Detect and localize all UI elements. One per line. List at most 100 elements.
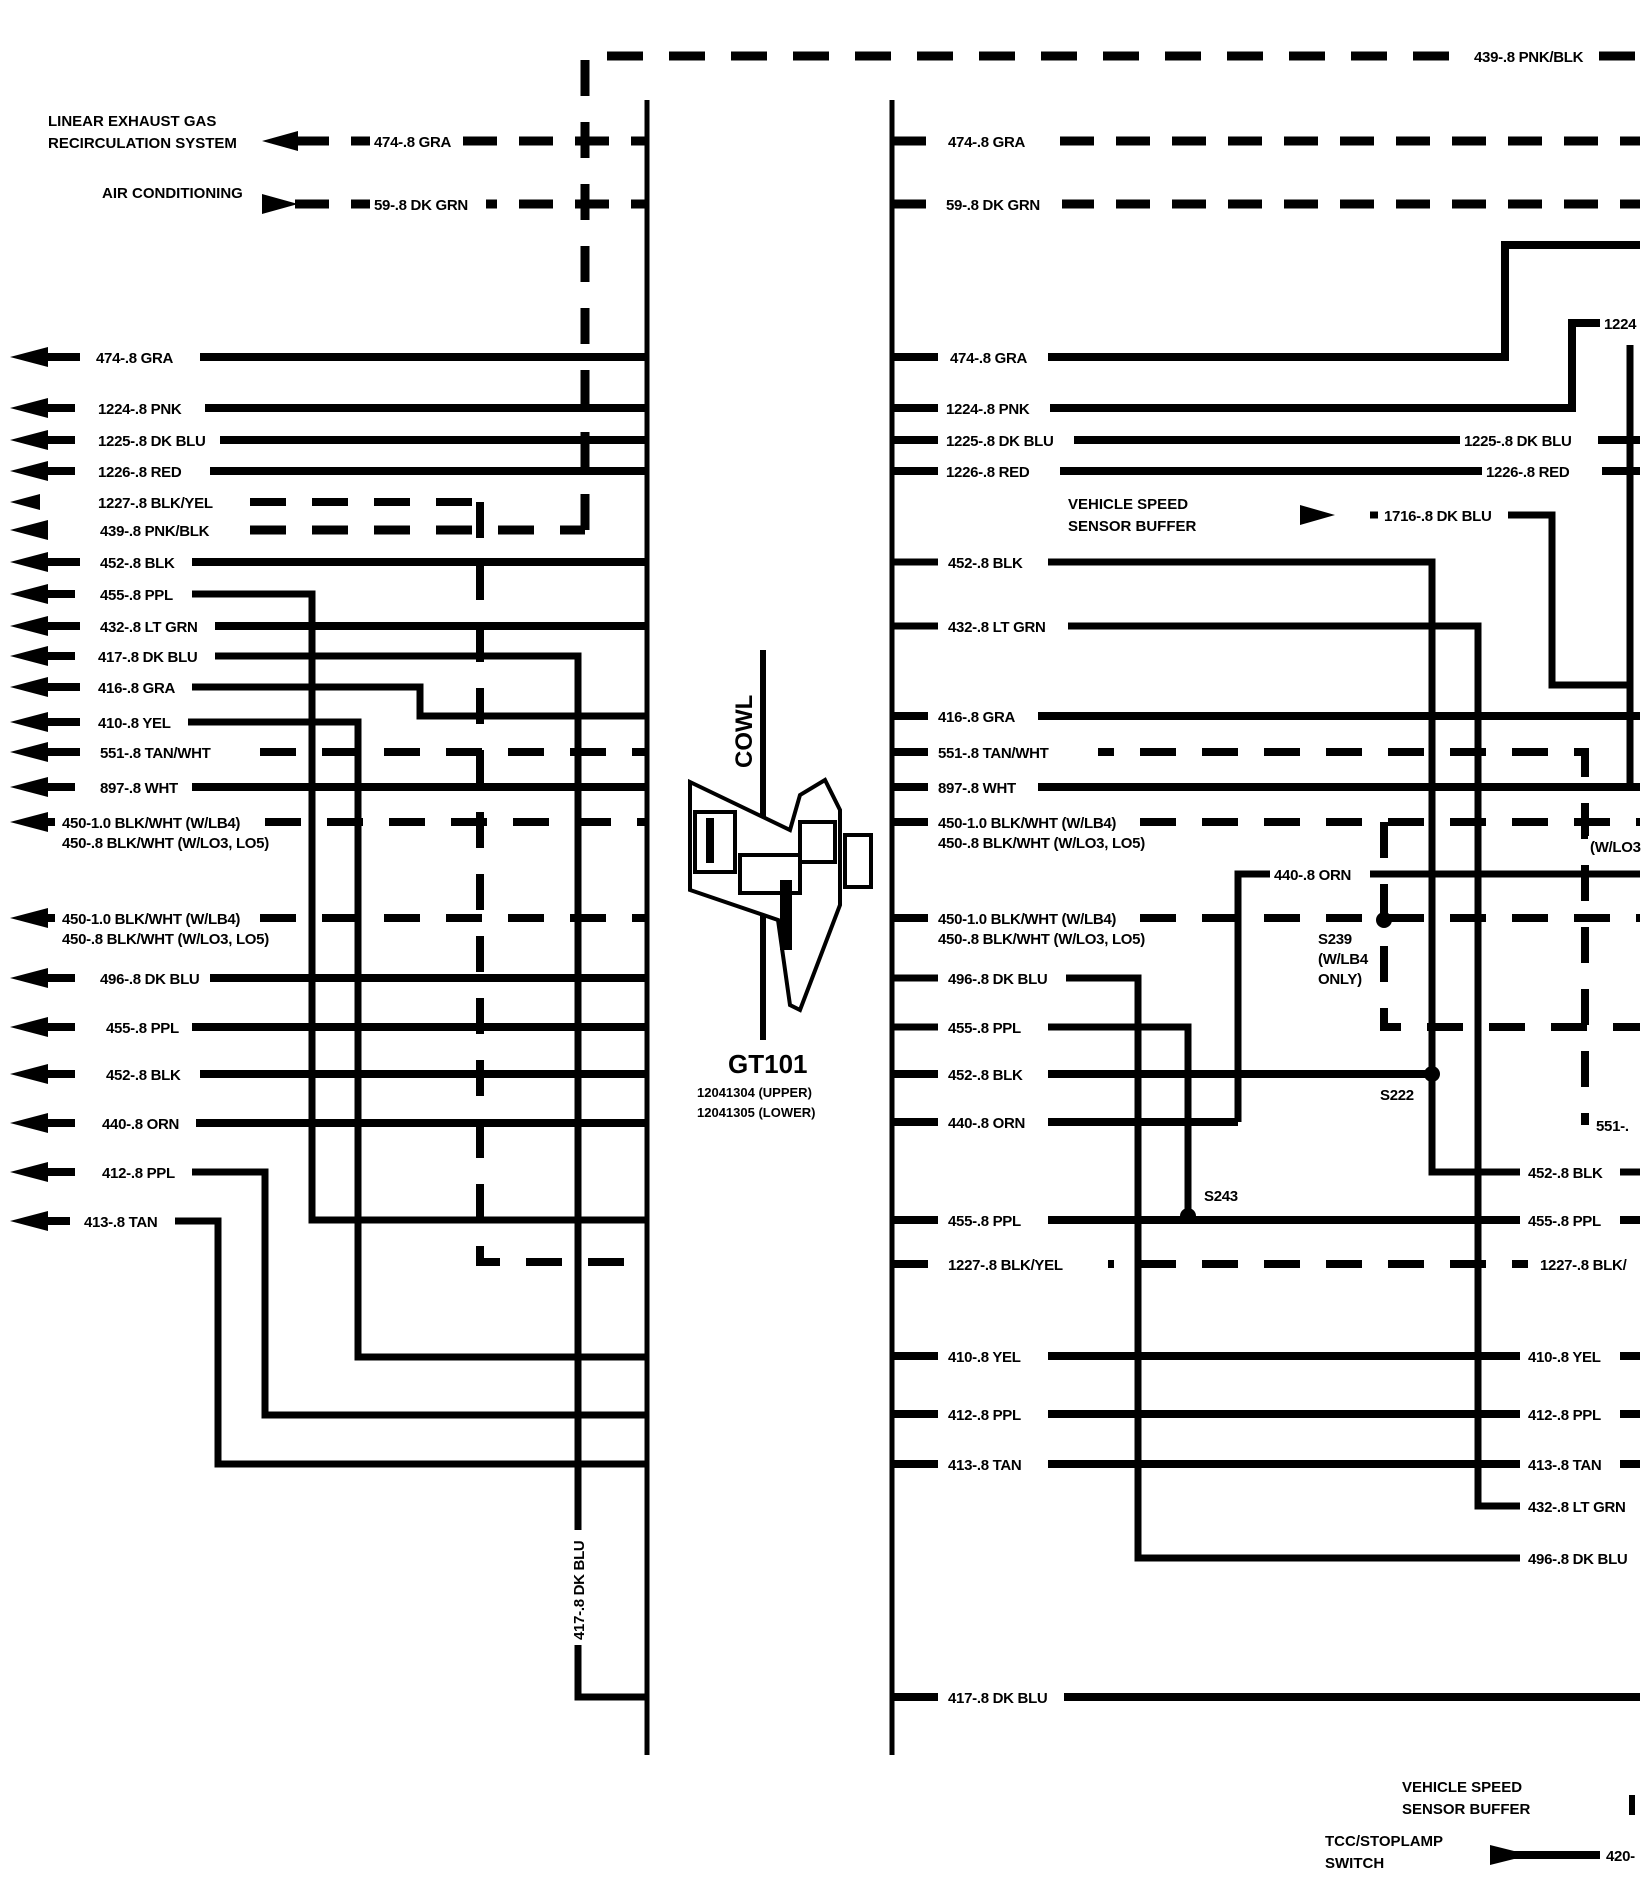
svg-text:410-.8 YEL: 410-.8 YEL [948,1349,1021,1366]
svg-text:450-1.0 BLK/WHT (W/LB4): 450-1.0 BLK/WHT (W/LB4) [62,911,240,928]
wire-410-left [180,718,647,1361]
ac-label: AIR CONDITIONING [102,185,243,202]
svg-text:417-.8 DK BLU: 417-.8 DK BLU [571,1541,588,1640]
splice-s222 [1424,1066,1440,1082]
svg-text:417-.8 DK BLU: 417-.8 DK BLU [948,1690,1047,1707]
svg-text:474-.8 GRA: 474-.8 GRA [96,350,173,367]
svg-text:455-.8 PPL: 455-.8 PPL [100,587,173,604]
svg-text:412-.8 PPL: 412-.8 PPL [102,1165,175,1182]
svg-text:551-.8 TAN/WHT: 551-.8 TAN/WHT [100,745,211,762]
svg-text:1227-.8 BLK/YEL: 1227-.8 BLK/YEL [948,1257,1063,1274]
svg-text:432-.8 LT GRN: 432-.8 LT GRN [100,619,198,636]
gt101-connector-pins [706,818,792,950]
wire-412-left [190,1168,647,1419]
svg-text:450-.8 BLK/WHT (W/LO3, LO5): 450-.8 BLK/WHT (W/LO3, LO5) [62,931,269,948]
far-right-wire-labels: 1224 1225-.8 DK BLU 1226-.8 RED 1716-.8 … [1270,313,1648,1865]
wire-439-dashed-top [580,51,1640,530]
wire-s239-dashed [1380,822,1640,1031]
egr-label-1: LINEAR EXHAUST GAS [48,113,216,130]
gt101-connector-drawing [688,777,873,1013]
svg-text:897-.8 WHT: 897-.8 WHT [938,780,1016,797]
svg-text:1227-.8 BLK/: 1227-.8 BLK/ [1540,1257,1628,1274]
svg-text:474-.8 GRA: 474-.8 GRA [950,350,1027,367]
svg-text:S239: S239 [1318,931,1352,948]
svg-text:440-.8 ORN: 440-.8 ORN [102,1116,179,1133]
svg-text:1226-.8 RED: 1226-.8 RED [1486,464,1570,481]
wire-417-left [215,652,647,1701]
svg-text:496-.8 DK BLU: 496-.8 DK BLU [100,971,199,988]
svg-text:1224: 1224 [1604,316,1637,333]
svg-text:413-.8 TAN: 413-.8 TAN [948,1457,1021,1474]
svg-text:551-.8 TAN/WHT: 551-.8 TAN/WHT [938,745,1049,762]
svg-text:496-.8 DK BLU: 496-.8 DK BLU [948,971,1047,988]
vss-buffer-label-1: VEHICLE SPEED [1068,496,1188,513]
svg-text:440-.8 ORN: 440-.8 ORN [1274,867,1351,884]
svg-text:452-.8 BLK: 452-.8 BLK [100,555,175,572]
svg-text:1224-.8 PNK: 1224-.8 PNK [946,401,1030,418]
svg-text:1227-.8 BLK/YEL: 1227-.8 BLK/YEL [98,495,213,512]
svg-text:ONLY): ONLY) [1318,971,1362,988]
splice-s239 [1376,912,1392,928]
svg-text:S243: S243 [1204,1188,1238,1205]
svg-text:452-.8 BLK: 452-.8 BLK [948,555,1023,572]
cowl-label: COWL [731,695,758,768]
svg-text:417-.8 DK BLU: 417-.8 DK BLU [98,649,197,666]
svg-text:551-.: 551-. [1596,1118,1629,1135]
svg-text:450-1.0 BLK/WHT (W/LB4): 450-1.0 BLK/WHT (W/LB4) [938,911,1116,928]
svg-text:452-.8 BLK: 452-.8 BLK [948,1067,1023,1084]
svg-text:450-.8 BLK/WHT (W/LO3, LO5): 450-.8 BLK/WHT (W/LO3, LO5) [938,931,1145,948]
wire-474-right [892,241,1640,361]
svg-text:412-.8 PPL: 412-.8 PPL [948,1407,1021,1424]
svg-text:455-.8 PPL: 455-.8 PPL [948,1020,1021,1037]
svg-text:432-.8 LT GRN: 432-.8 LT GRN [1528,1499,1626,1516]
svg-text:416-.8 GRA: 416-.8 GRA [938,709,1015,726]
svg-text:410-.8 YEL: 410-.8 YEL [1528,1349,1601,1366]
svg-text:432-.8 LT GRN: 432-.8 LT GRN [948,619,1046,636]
wire-416-left [185,683,647,720]
connector-part-lower: 12041305 (LOWER) [697,1105,816,1120]
splice-s243 [1180,1208,1196,1224]
svg-text:(W/LO3: (W/LO3 [1590,839,1641,856]
svg-text:S222: S222 [1380,1087,1414,1104]
svg-text:59-.8 DK GRN: 59-.8 DK GRN [374,197,468,214]
vss-buffer-bottom-1: VEHICLE SPEED [1402,1779,1522,1796]
connector-part-upper: 12041304 (UPPER) [697,1085,812,1100]
svg-text:474-.8 GRA: 474-.8 GRA [374,134,451,151]
svg-text:455-.8 PPL: 455-.8 PPL [1528,1213,1601,1230]
svg-text:1716-.8 DK BLU: 1716-.8 DK BLU [1384,508,1492,525]
svg-text:1226-.8 RED: 1226-.8 RED [98,464,182,481]
svg-text:455-.8 PPL: 455-.8 PPL [106,1020,179,1037]
svg-text:1225-.8 DK BLU: 1225-.8 DK BLU [1464,433,1572,450]
left-wire-labels: 474-.8 GRA 59-.8 DK GRN 474-.8 GRA 1224-… [58,131,590,1645]
svg-text:413-.8 TAN: 413-.8 TAN [1528,1457,1601,1474]
wire-1716-right [1370,511,1630,689]
svg-text:1226-.8 RED: 1226-.8 RED [946,464,1030,481]
svg-text:496-.8 DK BLU: 496-.8 DK BLU [1528,1551,1627,1568]
svg-text:455-.8 PPL: 455-.8 PPL [948,1213,1021,1230]
left-arrow-heads [10,131,1530,1865]
svg-text:450-1.0 BLK/WHT (W/LB4): 450-1.0 BLK/WHT (W/LB4) [62,815,240,832]
svg-text:452-.8 BLK: 452-.8 BLK [1528,1165,1603,1182]
svg-text:416-.8 GRA: 416-.8 GRA [98,680,175,697]
vss-buffer-label-2: SENSOR BUFFER [1068,518,1197,535]
svg-text:412-.8 PPL: 412-.8 PPL [1528,1407,1601,1424]
svg-text:413-.8 TAN: 413-.8 TAN [84,1214,157,1231]
wire-551-right [892,748,1589,1125]
svg-text:1225-.8 DK BLU: 1225-.8 DK BLU [946,433,1054,450]
svg-text:(W/LB4: (W/LB4 [1318,951,1369,968]
svg-text:420-: 420- [1606,1848,1635,1865]
tcc-label-1: TCC/STOPLAMP [1325,1833,1443,1850]
connector-name: GT101 [728,1049,808,1079]
svg-text:439-.8 PNK/BLK: 439-.8 PNK/BLK [1474,49,1584,66]
svg-text:450-.8 BLK/WHT (W/LO3, LO5): 450-.8 BLK/WHT (W/LO3, LO5) [938,835,1145,852]
right-wire-labels: 439-.8 PNK/BLK 474-.8 GRA 59-.8 DK GRN 4… [928,46,1598,1707]
svg-text:450-.8 BLK/WHT (W/LO3, LO5): 450-.8 BLK/WHT (W/LO3, LO5) [62,835,269,852]
svg-text:410-.8 YEL: 410-.8 YEL [98,715,171,732]
svg-text:474-.8 GRA: 474-.8 GRA [948,134,1025,151]
svg-text:897-.8 WHT: 897-.8 WHT [100,780,178,797]
egr-label-2: RECIRCULATION SYSTEM [48,135,237,152]
svg-text:452-.8 BLK: 452-.8 BLK [106,1067,181,1084]
wire-1227-vertical-dashed [476,502,647,1266]
splice-labels: S239 (W/LB4 ONLY) S222 S243 [1204,931,1414,1205]
